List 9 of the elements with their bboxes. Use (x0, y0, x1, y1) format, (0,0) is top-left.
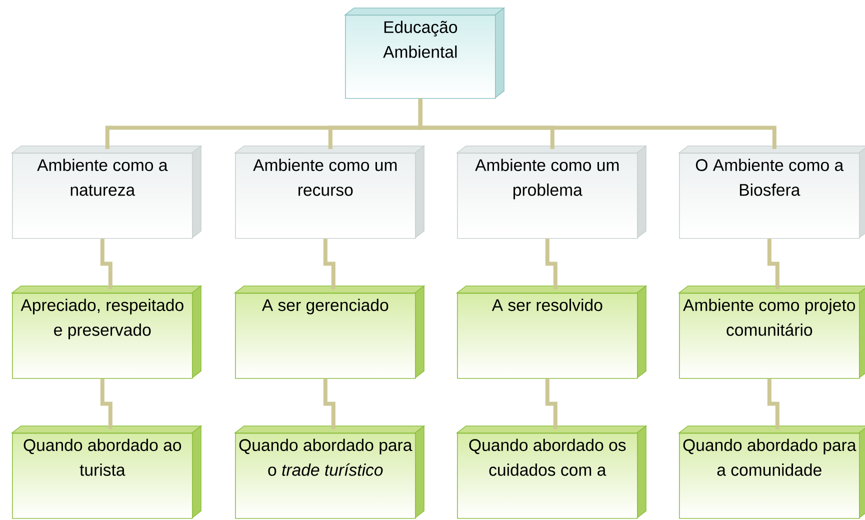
connector-line (100, 238, 112, 289)
connector-line (323, 378, 336, 429)
connector-line (545, 378, 558, 429)
connector-line (767, 238, 780, 289)
connector-line (323, 238, 336, 289)
connector-line (767, 378, 780, 429)
connector-line (545, 238, 558, 289)
connector-line (100, 378, 112, 429)
connector-line (418, 98, 776, 149)
